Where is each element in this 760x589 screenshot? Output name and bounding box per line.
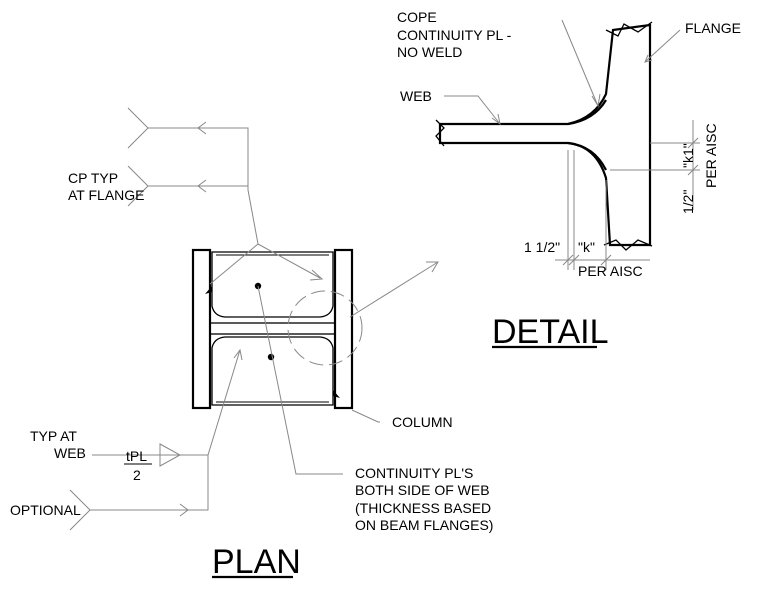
k1-label: "k1" (680, 143, 696, 168)
detail-view: COPE CONTINUITY PL - NO WELD FLANGE WEB … (397, 9, 741, 351)
per-aisc-vertical-label: PER AISC (703, 123, 719, 188)
column-right-flange (333, 248, 354, 410)
continuity-label-2: BOTH SIDE OF WEB (355, 482, 490, 498)
column-web (209, 322, 336, 335)
cope-label-1: COPE (397, 9, 437, 25)
column-leader (351, 409, 380, 423)
web-leader (444, 95, 501, 125)
k-label: "k" (578, 239, 595, 255)
optional-label: OPTIONAL (10, 502, 81, 518)
continuity-leader (257, 285, 343, 475)
flange-label: FLANGE (685, 20, 741, 36)
continuity-label-4: ON BEAM FLANGES) (355, 517, 493, 533)
weld-size-denominator: 2 (133, 467, 141, 483)
continuity-label-1: CONTINUITY PL'S (355, 465, 473, 481)
continuity-plate-bottom (211, 336, 334, 406)
per-aisc-label: PER AISC (578, 263, 643, 279)
continuity-plate-top (211, 251, 334, 318)
detail-web-label: WEB (400, 88, 432, 104)
detail-callout-leader (349, 261, 439, 318)
column-label: COLUMN (392, 414, 453, 430)
detail-tee-section (438, 23, 652, 247)
detail-callout-circle (287, 290, 363, 366)
plan-title: PLAN (212, 543, 301, 581)
web-label: WEB (54, 445, 86, 461)
detail-title: DETAIL (492, 313, 609, 351)
cope-label-3: NO WELD (397, 44, 462, 60)
flange-leader (644, 29, 681, 63)
column-left-flange (191, 248, 212, 410)
at-flange-label: AT FLANGE (68, 187, 145, 203)
half-inch-label: 1/2" (680, 190, 696, 214)
cope-leader (561, 19, 599, 107)
one-half-inch-label: 1 1/2" (524, 239, 560, 255)
weld-size-numerator: tPL (126, 448, 147, 464)
web-weld-symbol: TYP AT WEB tPL 2 OPTIONAL (10, 348, 243, 531)
plan-view: CP TYP AT FLANGE TYP AT WEB tPL 2 OPTION… (10, 107, 493, 581)
cope-label-2: CONTINUITY PL - (397, 27, 512, 43)
web-weld-leader (207, 349, 241, 456)
cp-typ-label: CP TYP (68, 170, 118, 186)
cp-weld-symbol: CP TYP AT FLANGE (68, 107, 324, 285)
continuity-label-3: (THICKNESS BASED (355, 500, 491, 516)
cp-weld-leader (247, 189, 259, 245)
typ-at-label: TYP AT (30, 428, 77, 444)
